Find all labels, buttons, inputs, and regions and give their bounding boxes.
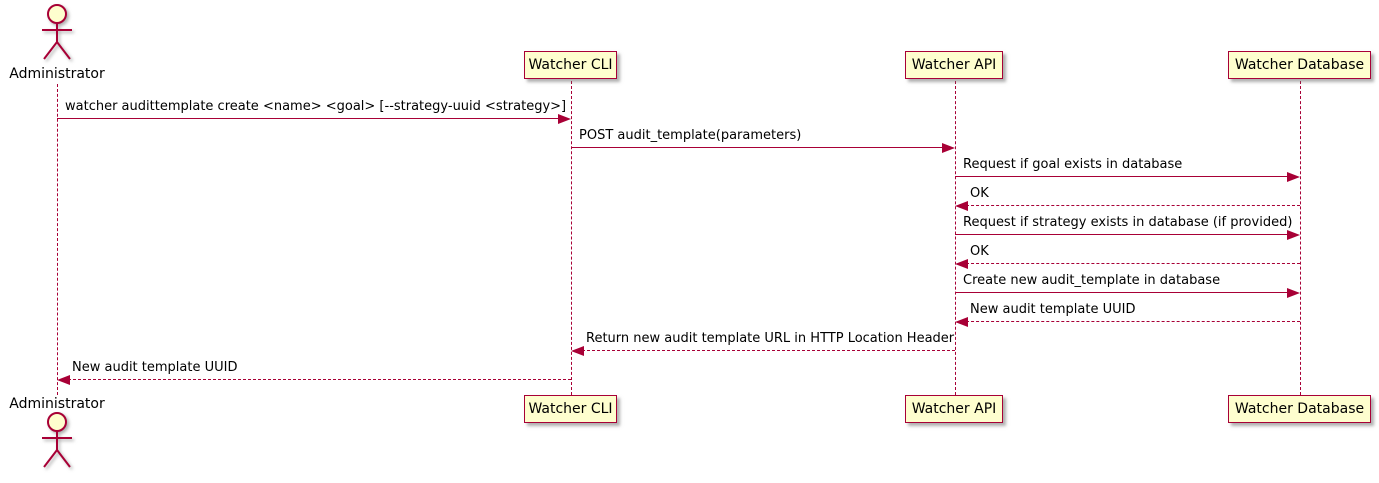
message-arrowhead-5 [955, 259, 968, 269]
message-label-1: POST audit_template(parameters) [579, 128, 802, 143]
lifeline-administrator [56, 84, 58, 395]
lifeline-watcher-database [1299, 81, 1301, 395]
message-label-3: OK [970, 186, 989, 201]
message-line-5 [961, 263, 1300, 264]
message-arrowhead-1 [942, 143, 955, 153]
message-line-3 [961, 205, 1300, 206]
lifeline-watcher-cli [570, 81, 572, 395]
message-label-5: OK [970, 244, 989, 259]
message-arrowhead-2 [1287, 172, 1300, 182]
actor-label-administrator-top: Administrator [9, 66, 105, 82]
message-arrowhead-3 [955, 201, 968, 211]
message-label-4: Request if strategy exists in database (… [963, 215, 1293, 230]
actor-label-administrator-bottom: Administrator [9, 396, 105, 412]
message-label-0: watcher audittemplate create <name> <goa… [65, 99, 567, 114]
message-line-2 [955, 176, 1294, 177]
message-arrowhead-0 [558, 114, 571, 124]
participant-box-watcher-api-bottom: Watcher API [905, 395, 1003, 423]
message-label-7: New audit template UUID [970, 302, 1136, 317]
participant-box-watcher-database-top: Watcher Database [1228, 51, 1371, 79]
message-label-9: New audit template UUID [72, 360, 238, 375]
message-arrowhead-6 [1287, 288, 1300, 298]
message-arrowhead-9 [57, 375, 70, 385]
message-label-2: Request if goal exists in database [963, 157, 1183, 172]
message-line-7 [961, 321, 1300, 322]
message-arrowhead-8 [571, 346, 584, 356]
message-label-8: Return new audit template URL in HTTP Lo… [586, 331, 955, 346]
message-line-0 [57, 118, 565, 119]
lifeline-watcher-api [954, 81, 956, 395]
message-line-1 [571, 147, 949, 148]
message-arrowhead-4 [1287, 230, 1300, 240]
participant-box-watcher-cli-top: Watcher CLI [524, 51, 617, 79]
message-arrowhead-7 [955, 317, 968, 327]
participant-box-watcher-database-bottom: Watcher Database [1228, 395, 1371, 423]
actor-icon-administrator-bottom [37, 411, 77, 477]
actor-icon-administrator-top [37, 3, 77, 69]
message-line-8 [577, 350, 955, 351]
message-line-4 [955, 234, 1294, 235]
message-line-9 [63, 379, 571, 380]
message-line-6 [955, 292, 1294, 293]
participant-box-watcher-cli-bottom: Watcher CLI [524, 395, 617, 423]
message-label-6: Create new audit_template in database [963, 273, 1221, 288]
participant-box-watcher-api-top: Watcher API [905, 51, 1003, 79]
